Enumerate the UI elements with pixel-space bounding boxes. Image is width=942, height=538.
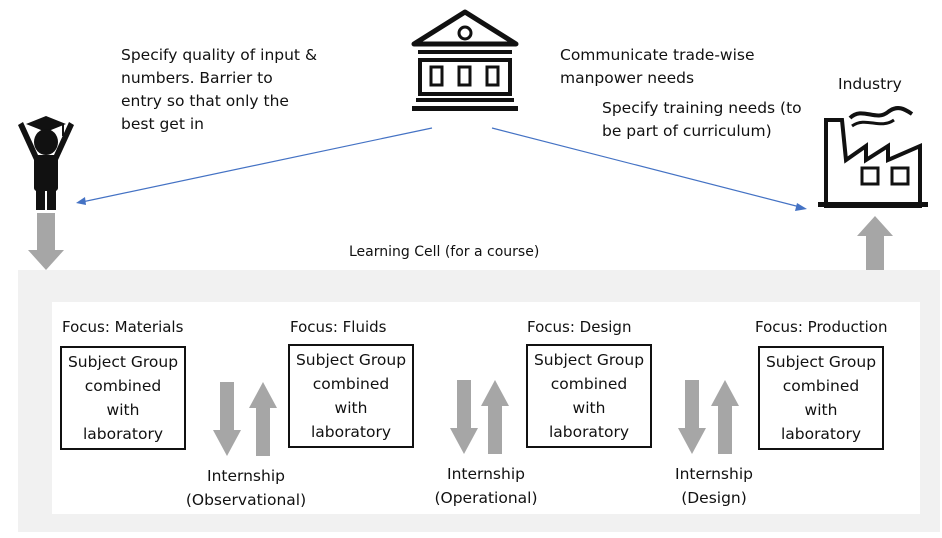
focus-label-fluids: Focus: Fluids [290, 318, 387, 336]
internship-line: (Operational) [434, 489, 538, 507]
box-line: laboratory [82, 425, 164, 443]
graduate-person-icon [18, 116, 74, 210]
annotation-line: Specify quality of input & [121, 46, 318, 64]
internship-line: Internship [675, 465, 753, 483]
annotation-line: best get in [121, 115, 204, 133]
box-line: Subject Group [295, 351, 407, 369]
annotation-line: Communicate trade-wise [560, 46, 755, 64]
annotation-line: manpower needs [560, 69, 695, 87]
factory-icon [818, 106, 928, 208]
box-line: with [804, 401, 838, 419]
focus-label-design: Focus: Design [527, 318, 632, 336]
industry-label: Industry [838, 75, 902, 93]
internship-line: Internship [207, 467, 285, 485]
annotation-line: entry so that only the [121, 92, 289, 110]
internship-arrows-2 [450, 380, 509, 454]
annotation-manpower-needs: Communicate trade-wise manpower needs [560, 44, 755, 90]
internship-label-observational: Internship (Observational) [180, 464, 312, 512]
internship-arrows-1 [213, 382, 277, 456]
focus-label-materials: Focus: Materials [62, 318, 184, 336]
internship-arrows-3 [678, 380, 739, 454]
box-line: with [572, 399, 606, 417]
annotation-line: numbers. Barrier to [121, 69, 273, 87]
annotation-line: Specify training needs (to [602, 99, 802, 117]
subject-group-box: Subject Group combined with laboratory [288, 344, 414, 448]
focus-label-production: Focus: Production [755, 318, 888, 336]
annotation-training-needs: Specify training needs (to be part of cu… [602, 97, 802, 143]
internship-line: Internship [447, 465, 525, 483]
box-line: Subject Group [765, 353, 877, 371]
box-line: Subject Group [67, 353, 179, 371]
annotation-input-quality: Specify quality of input & numbers. Barr… [121, 44, 317, 136]
box-line: combined [84, 377, 162, 395]
box-line: Subject Group [533, 351, 645, 369]
annotation-line: be part of curriculum) [602, 122, 772, 140]
arrow-ministry-to-industry [491, 127, 807, 211]
internship-label-operational: Internship (Operational) [424, 462, 548, 510]
box-line: with [334, 399, 368, 417]
box-line: laboratory [548, 423, 630, 441]
arrow-ministry-to-student [76, 127, 433, 205]
subject-group-box: Subject Group combined with laboratory [526, 344, 652, 448]
arrow-student-into-cell [28, 213, 64, 270]
box-line: with [106, 401, 140, 419]
box-line: laboratory [780, 425, 862, 443]
internship-line: (Design) [681, 489, 747, 507]
subject-group-box: Subject Group combined with laboratory [60, 346, 186, 450]
arrow-cell-to-industry [857, 216, 893, 270]
box-line: laboratory [310, 423, 392, 441]
subject-group-box: Subject Group combined with laboratory [758, 346, 884, 450]
box-line: combined [312, 375, 390, 393]
box-line: combined [550, 375, 628, 393]
box-line: combined [782, 377, 860, 395]
learning-cell-title: Learning Cell (for a course) [349, 244, 540, 260]
government-building-icon [411, 9, 519, 111]
internship-label-design: Internship (Design) [662, 462, 766, 510]
internship-line: (Observational) [185, 491, 307, 509]
